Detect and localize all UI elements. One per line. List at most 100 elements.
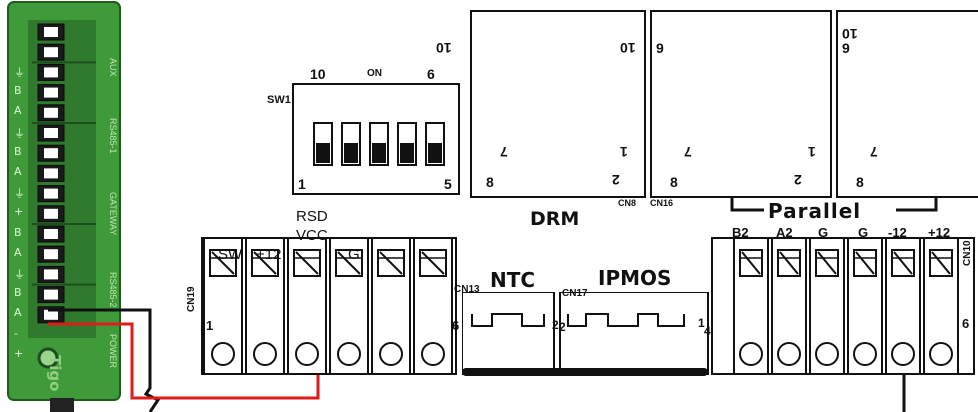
cn10-slot-mark xyxy=(817,251,837,275)
drm2-tl: 9 xyxy=(656,40,664,56)
cn19-term-1: SW xyxy=(218,246,243,263)
ipmos-pin-left: 2 xyxy=(559,320,566,334)
cn10-wire-hole xyxy=(853,342,877,366)
pin-label: B xyxy=(14,225,22,239)
plug-screw xyxy=(44,27,58,37)
plug-screw xyxy=(44,148,58,159)
cn19-wire-hole xyxy=(211,342,235,366)
dip-switch-lever xyxy=(372,143,386,163)
cn19-wire-hole xyxy=(379,342,403,366)
cn16-label: CN16 xyxy=(650,198,674,208)
plug-screw xyxy=(44,188,58,199)
cn10-wire-hole xyxy=(891,342,915,366)
ipmos-label: IPMOS xyxy=(598,266,672,290)
pin-label: ⏚ xyxy=(14,187,25,201)
pin-label: + xyxy=(14,205,24,219)
cn19-slot-mark xyxy=(421,251,445,275)
cn10-wire-hole xyxy=(929,342,953,366)
parallel-label: Parallel xyxy=(768,199,862,223)
pin-label: B xyxy=(14,84,22,98)
ipmos-pin-right2: 4 xyxy=(704,324,711,338)
drm3-bl: 8 xyxy=(856,174,864,190)
cn19-pin-first: 1 xyxy=(206,318,214,333)
ipmos-pin-right: 1 xyxy=(698,316,705,330)
cn10-slot-mark xyxy=(779,251,799,275)
cn10-slot-mark xyxy=(855,251,875,275)
sw1-dip-switch xyxy=(292,83,460,195)
plug-screw xyxy=(44,67,58,78)
plug-screw xyxy=(44,208,58,219)
ntc-ipmos-connectors xyxy=(462,292,709,376)
drm3-ml: 7 xyxy=(870,144,878,160)
parallel-bracket xyxy=(730,198,938,212)
drm2-mr: 1 xyxy=(808,144,816,160)
cn19-wire-hole xyxy=(337,342,361,366)
drm2-br: 2 xyxy=(794,172,802,188)
sw1-on-label: ON xyxy=(367,68,382,79)
drm-label: DRM xyxy=(530,208,580,230)
pin-label: A xyxy=(14,165,22,178)
plug-screw xyxy=(44,107,58,118)
connector-base xyxy=(462,368,708,376)
cn19-term-3: RSD VCC xyxy=(296,208,328,244)
pin-label: ⏚ xyxy=(14,66,25,79)
cn10-slot-mark xyxy=(741,251,761,275)
sw1-bottom-right: 5 xyxy=(444,176,452,192)
cn10-slot-mark xyxy=(931,251,951,275)
device-foot xyxy=(50,398,74,412)
pin-label: A xyxy=(14,245,22,259)
cn19-term-2: +12 xyxy=(256,246,282,263)
pin-label: A xyxy=(14,306,22,320)
cn10-term-5: -12 xyxy=(888,225,907,240)
cn10-terminal-block xyxy=(711,237,975,375)
pin-label: ⏚ xyxy=(14,268,25,281)
plug-screw xyxy=(44,87,58,98)
cn19-slot-mark xyxy=(253,251,277,275)
drm3-tl2: 9 xyxy=(842,40,850,56)
cn19-pin-last: 6 xyxy=(452,318,460,333)
sw1-top-right: 6 xyxy=(427,66,435,82)
plug-screw xyxy=(44,289,58,300)
black-wire xyxy=(48,308,161,412)
pin-label: ⏚ xyxy=(14,126,25,140)
drm2-bl: 8 xyxy=(670,174,678,190)
status-led-icon xyxy=(37,347,59,369)
cn19-slot-mark xyxy=(295,251,319,275)
tigo-device xyxy=(7,1,121,412)
cn10-term-3: G xyxy=(818,225,829,240)
drm-box-2: 9 7 1 8 2 xyxy=(650,10,832,198)
drm1-br: 2 xyxy=(612,172,620,188)
pin-label: + xyxy=(14,346,24,360)
plug-screw xyxy=(44,229,58,239)
cn19-slot-mark xyxy=(337,251,361,275)
cn19-term-4: G xyxy=(348,246,360,263)
plug-screw xyxy=(44,249,58,260)
plug-screw xyxy=(44,47,58,58)
drm-box-1: 10 10 7 1 8 2 xyxy=(436,10,646,198)
pin-label: B xyxy=(14,144,22,158)
drm1-mr: 1 xyxy=(620,144,628,160)
ntc-pin: 2 xyxy=(552,318,559,332)
cn19-wire-hole xyxy=(421,342,445,366)
dip-switch-lever xyxy=(400,143,414,163)
drm1-tl: 10 xyxy=(436,40,452,56)
sw1-label: SW1 xyxy=(267,94,291,106)
plug-screw xyxy=(44,269,58,280)
cn10-term-1: B2 xyxy=(732,225,749,240)
pin-label: B xyxy=(14,286,22,300)
pin-label: - xyxy=(14,326,18,340)
dip-switch-lever xyxy=(316,143,330,163)
ntc-label: NTC xyxy=(490,268,536,292)
cn19-wire-hole xyxy=(295,342,319,366)
cn17-label: CN17 xyxy=(562,288,588,299)
cn19-label: CN19 xyxy=(186,286,197,312)
sw1-bottom-left: 1 xyxy=(298,176,306,192)
cn8-label: CN8 xyxy=(618,198,637,208)
cn10-wire-hole xyxy=(739,342,763,366)
plug-screw xyxy=(44,128,58,138)
cn19-slot-mark xyxy=(379,251,403,275)
cn10-wire-hole xyxy=(815,342,839,366)
cn10-term-6: +12 xyxy=(928,225,951,240)
red-wire xyxy=(48,322,320,400)
